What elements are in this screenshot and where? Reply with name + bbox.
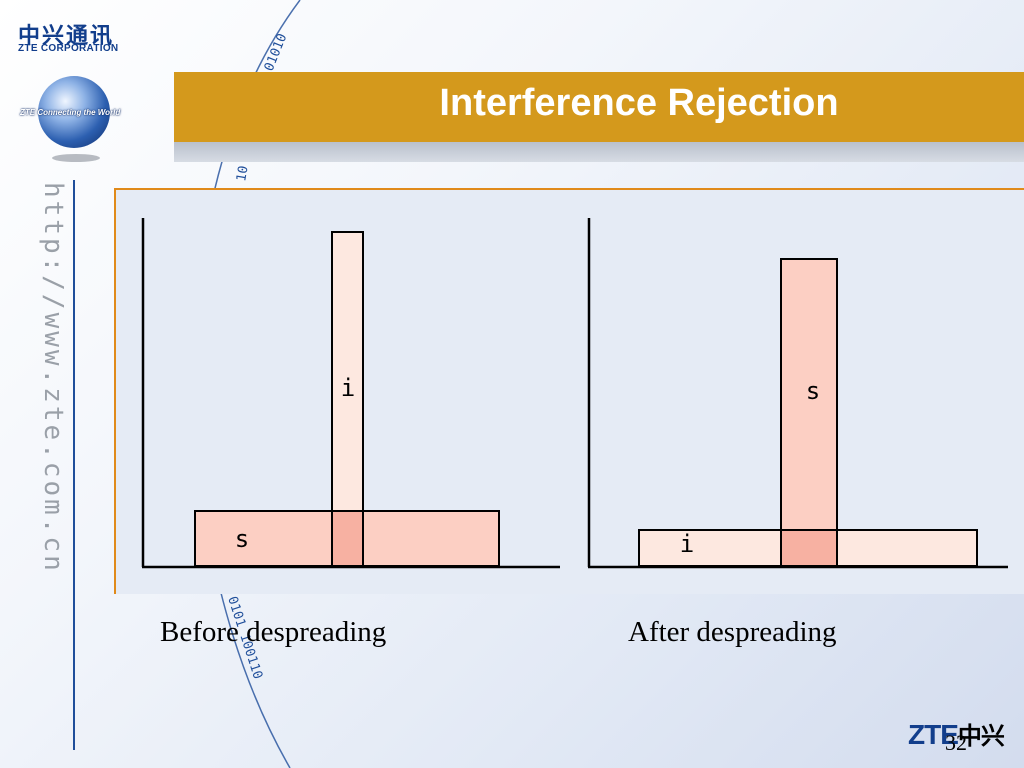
brand-logo-chinese: 中兴通讯 <box>18 23 115 48</box>
page-number: 32 <box>945 730 967 755</box>
slide-title: Interference Rejection <box>439 82 839 124</box>
globe-icon <box>38 76 110 148</box>
before-tall-label: i <box>341 374 355 402</box>
after-despreading-diagram: i s <box>587 218 1008 569</box>
after-wide-label: i <box>680 530 694 558</box>
globe-shadow <box>52 154 100 162</box>
before-wide-label: s <box>235 525 249 553</box>
globe-tagline: ZTE Connecting the World <box>20 108 121 117</box>
brand-logo-english: ZTE CORPORATION <box>18 43 119 54</box>
footer-logo-chinese: 中兴 <box>957 723 1005 750</box>
after-tall-label: s <box>806 377 820 405</box>
after-tall-block <box>780 258 838 567</box>
footer-logo-latin: ZTE <box>908 719 959 750</box>
caption-after-despreading: After despreading <box>628 616 837 648</box>
vertical-divider <box>73 180 75 750</box>
after-overlap-region <box>780 529 838 567</box>
title-bar <box>174 72 1024 142</box>
before-despreading-diagram: s i <box>141 218 560 569</box>
title-bar-shadow <box>174 142 1024 162</box>
before-overlap-region <box>331 510 364 567</box>
binary-decor-mid: 10 <box>234 165 251 183</box>
footer-logo: ZTE中兴 <box>908 716 1005 751</box>
vertical-url: http://www.zte.com.cn <box>38 182 68 574</box>
caption-before-despreading: Before despreading <box>160 616 387 648</box>
